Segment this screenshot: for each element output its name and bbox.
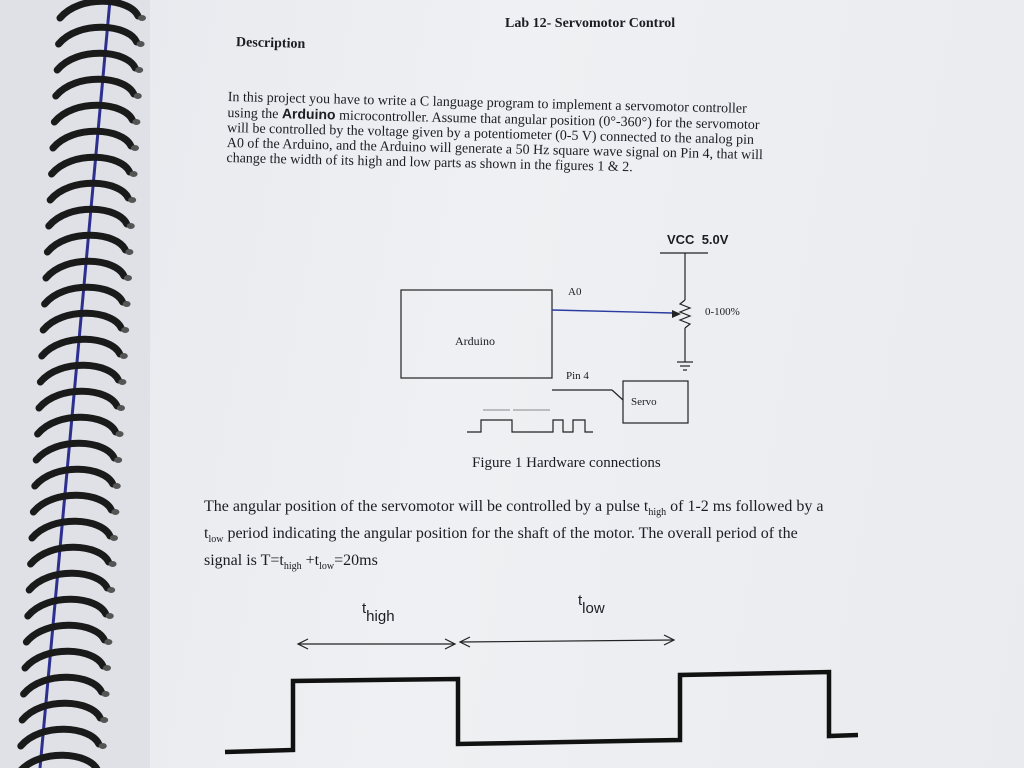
binding-hole — [98, 743, 107, 749]
coil-loop — [50, 101, 136, 126]
coil-loop — [21, 647, 107, 672]
timing-line-2: tlow period indicating the angular posit… — [204, 525, 798, 546]
coil-loop — [34, 413, 120, 438]
binding-hole — [111, 509, 120, 515]
vcc-label: VCC 5.0V — [667, 232, 729, 247]
coil-loop — [46, 179, 132, 204]
coil-loop — [41, 283, 127, 308]
coil-loop — [48, 153, 134, 178]
figure1-caption: Figure 1 Hardware connections — [472, 455, 661, 471]
pin4-label: Pin 4 — [566, 370, 589, 382]
binding-hole — [126, 223, 135, 229]
binding-hole — [107, 587, 116, 593]
timing-line-3: signal is T=thigh +tlow=20ms — [204, 552, 378, 573]
coil-loop — [45, 205, 131, 230]
binding-hole — [117, 405, 125, 411]
pin4-wire-bend — [611, 389, 624, 401]
binding-hole — [114, 457, 123, 463]
coil-loop — [22, 621, 108, 646]
arduino-box — [400, 289, 553, 379]
binding-hole — [104, 639, 113, 645]
binding-hole — [122, 301, 131, 307]
coil-loop — [32, 439, 118, 464]
coil-loop — [20, 673, 106, 698]
binding-hole — [101, 691, 110, 697]
coil-loop — [36, 361, 122, 386]
binding-hole — [128, 197, 137, 203]
servo-label: Servo — [631, 396, 657, 408]
coil-loop — [43, 231, 129, 256]
binding-hole — [135, 67, 144, 73]
binding-hole — [118, 379, 127, 385]
coil-loop — [49, 127, 135, 152]
binding-hole — [110, 535, 118, 541]
binding-hole — [132, 119, 141, 125]
binding-hole — [138, 15, 146, 21]
potentiometer-label: 0-100% — [705, 306, 740, 318]
coil-loop — [53, 49, 139, 74]
a0-wire — [551, 309, 673, 314]
coil-loop — [38, 335, 124, 360]
binding-hole — [100, 717, 109, 723]
binding-hole — [124, 275, 132, 281]
coil-loop — [17, 725, 103, 750]
coil-loop — [27, 543, 113, 568]
timing-line-1: The angular position of the servomotor w… — [204, 498, 824, 519]
binding-hole — [133, 93, 142, 99]
servo-box — [622, 380, 689, 424]
binding-hole — [108, 561, 117, 567]
coil-loop — [29, 491, 115, 516]
square-wave — [224, 669, 859, 755]
coil-loop — [55, 23, 141, 48]
wiper-arrow — [672, 310, 681, 318]
coil-loop — [52, 75, 138, 100]
vcc-value: 5.0V — [701, 232, 729, 247]
potentiometer — [678, 299, 692, 329]
binding-hole — [129, 171, 138, 177]
coil-loop — [25, 569, 111, 594]
t-low-arrow-right — [663, 634, 676, 646]
binding-hole — [112, 483, 121, 489]
t-low-label: tlow — [578, 592, 605, 617]
coil-loop — [35, 387, 121, 412]
coil-loop — [18, 699, 104, 724]
a0-pin-label: A0 — [568, 286, 582, 298]
lab-title: Lab 12- Servomotor Control — [505, 16, 676, 31]
coil-loop — [28, 517, 114, 542]
t-low-arrow-left — [458, 636, 471, 648]
pwm-waveform-small — [467, 419, 593, 433]
t-high-arrow-right — [444, 638, 457, 650]
binding-hole — [115, 431, 124, 437]
binding-hole — [131, 145, 139, 151]
binding-hole — [121, 327, 130, 333]
t-high-label: thigh — [362, 600, 395, 625]
t-low-arrow-line — [459, 639, 675, 643]
coil-loop — [24, 595, 110, 620]
timing-paragraph: The angular position of the servomotor w… — [204, 496, 964, 578]
coil-loop — [18, 751, 101, 768]
binding-hole — [136, 41, 145, 47]
binding-hole — [103, 665, 111, 671]
t-high-arrow-left — [296, 638, 309, 650]
spiral-binding — [0, 0, 150, 768]
coil-loop — [56, 0, 142, 22]
coil-loop — [42, 257, 128, 282]
binding-hole — [105, 613, 114, 619]
arduino-label: Arduino — [455, 334, 495, 348]
binding-hole — [125, 249, 134, 255]
coil-loop — [31, 465, 117, 490]
coil-loop — [39, 309, 125, 334]
binding-hole — [119, 353, 128, 359]
binding-coils — [17, 0, 146, 768]
